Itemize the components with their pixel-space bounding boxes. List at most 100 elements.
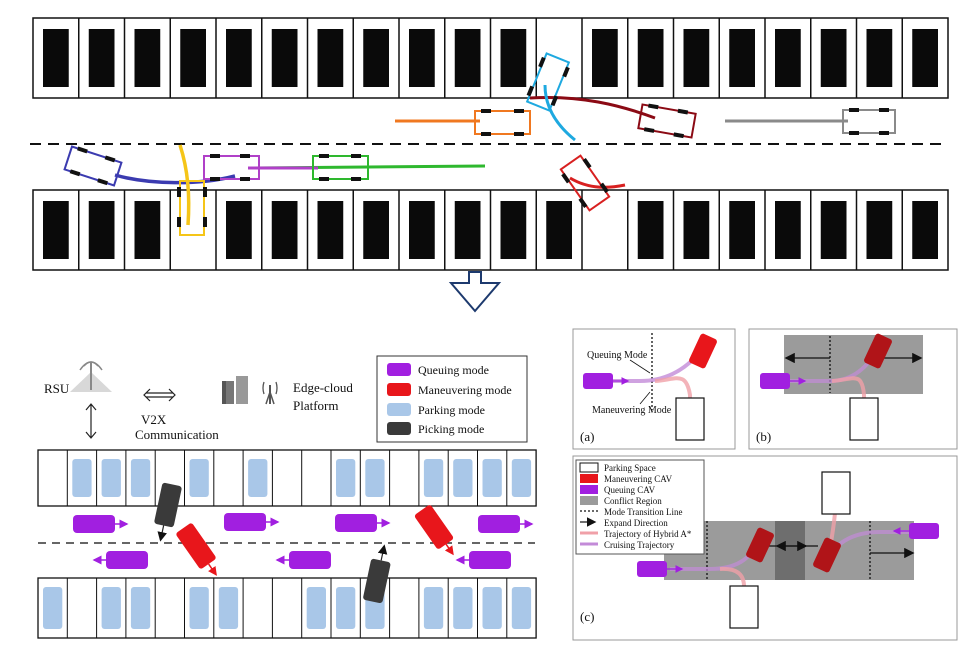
blue-vehicle: [63, 145, 123, 187]
legend-conflict-region: Conflict Region: [604, 496, 662, 506]
edge-label-line2: Platform: [293, 398, 339, 413]
parking-mode-swatch: [387, 403, 411, 416]
parked-car: [43, 29, 69, 87]
legend-parking-space: Parking Space: [604, 463, 656, 473]
mode-lot-bottom-row: [37, 577, 537, 639]
purple-vehicle: [203, 154, 260, 181]
parking-mode-car: [218, 587, 239, 629]
yellow-vehicle: [177, 180, 207, 236]
maneuvering-cav: [746, 527, 774, 563]
parked-car: [500, 29, 527, 87]
v2x-label-line2: Communication: [135, 427, 219, 442]
parked-car: [500, 201, 527, 259]
legend-queuing-cav: Queuing CAV: [604, 485, 656, 495]
top-parking-row: [32, 17, 949, 99]
parking-mode-car: [189, 459, 209, 497]
picking-mode-swatch: [387, 422, 411, 435]
parking-space: [675, 397, 705, 441]
orange-vehicle: [474, 109, 531, 136]
green-vehicle: [312, 154, 369, 181]
parked-car: [271, 201, 298, 259]
parked-car: [363, 201, 389, 259]
red-vehicle: [559, 154, 611, 212]
parked-car: [637, 201, 664, 259]
queuing-car: [92, 551, 148, 569]
parked-car: [43, 201, 69, 259]
parked-car: [912, 29, 938, 87]
yellow-trajectory: [178, 144, 191, 226]
overlap-region: [775, 521, 805, 580]
v2x-double-arrow-icon: [143, 388, 176, 402]
edge-label-line1: Edge-cloud: [293, 380, 353, 395]
picking-mode-label: Picking mode: [418, 422, 484, 436]
hybrid-a-trajectory: [654, 376, 692, 410]
v2x-label-line1: V2X: [141, 412, 167, 427]
down-arrow-icon: [448, 271, 502, 313]
parked-car: [866, 201, 893, 259]
maneuvering-car: [414, 505, 454, 556]
maneuvering-mode-label: Maneuvering mode: [418, 383, 512, 397]
parked-car: [134, 29, 161, 87]
parked-car: [912, 201, 938, 259]
top-parking-lot: [30, 17, 949, 271]
parking-space: [849, 397, 879, 441]
red-trajectory: [569, 176, 626, 189]
legend-cruising: Cruising Trajectory: [604, 540, 675, 550]
parked-car: [820, 29, 847, 87]
panel-c: (c) Parking Space Maneuvering CAV Queuin…: [572, 455, 958, 641]
panel-c-legend: Parking Space Maneuvering CAV Queuing CA…: [575, 459, 705, 555]
parking-space: [729, 585, 759, 629]
bottom-parking-row: [32, 189, 949, 271]
parked-car: [683, 29, 710, 87]
parked-car: [866, 29, 893, 87]
parking-mode-car: [423, 459, 444, 497]
panel-b: (b): [748, 328, 958, 450]
queuing-cav: [637, 561, 667, 577]
mode-lot-top-row: [37, 449, 537, 507]
parking-mode-car: [453, 587, 473, 629]
legend-mode-transition: Mode Transition Line: [604, 507, 683, 517]
parking-mode-car: [72, 459, 92, 497]
parking-mode-car: [336, 587, 356, 629]
panel-b-label: (b): [756, 429, 771, 444]
maneuvering-cav: [864, 333, 892, 369]
parked-car: [409, 201, 435, 259]
maneuvering-cav: [813, 537, 841, 573]
parked-car: [546, 201, 572, 259]
legend-hybrid-a: Trajectory of Hybrid A*: [604, 529, 692, 539]
cyan-trajectory: [543, 84, 576, 142]
parked-car: [180, 29, 206, 87]
cyan-vehicle: [525, 52, 571, 112]
rsu-tower-icon: [70, 361, 112, 392]
parking-mode-label: Parking mode: [418, 403, 485, 417]
parked-car: [454, 29, 481, 87]
server-icon: [222, 376, 248, 404]
parked-car: [88, 29, 115, 87]
maneuvering-cav: [689, 333, 717, 369]
maneuvering-mode-annotation: Maneuvering Mode: [592, 405, 672, 416]
parked-car: [363, 29, 389, 87]
parking-mode-car: [511, 459, 532, 497]
parking-mode-car: [511, 587, 532, 629]
queuing-cav: [909, 523, 939, 539]
parked-car: [226, 29, 252, 87]
queuing-car: [455, 551, 511, 569]
rsu-label: RSU: [44, 381, 70, 396]
queuing-mode-annotation: Queuing Mode: [587, 350, 648, 361]
parking-mode-car: [248, 459, 268, 497]
parking-mode-car: [43, 587, 63, 629]
parked-car: [683, 201, 710, 259]
mode-legend: Queuing mode Maneuvering mode Parking mo…: [376, 355, 528, 443]
parking-mode-car: [482, 587, 502, 629]
queuing-car: [224, 513, 280, 531]
mode-parking-lot: [37, 449, 537, 639]
panel-c-label: (c): [580, 609, 594, 624]
parking-mode-car: [306, 587, 326, 629]
parking-mode-car: [130, 587, 151, 629]
queuing-cav: [583, 373, 613, 389]
panel-a-label: (a): [580, 429, 594, 444]
parked-car: [454, 201, 481, 259]
parked-car: [317, 201, 344, 259]
queuing-car: [478, 515, 534, 533]
parking-mode-car: [336, 459, 356, 497]
